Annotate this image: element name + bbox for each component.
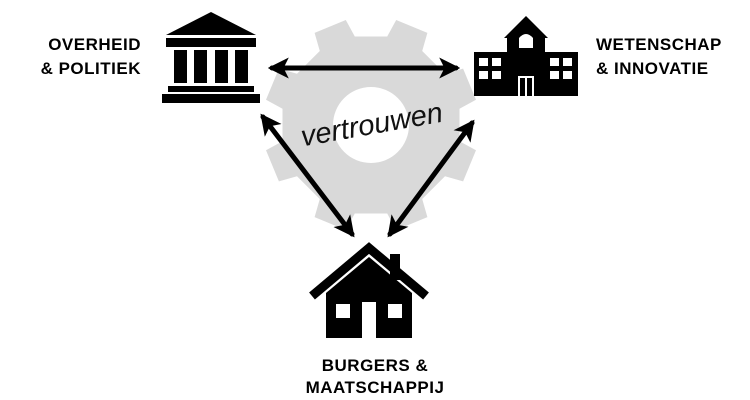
- government-label: OVERHEID & POLITIEK: [6, 33, 141, 81]
- citizens-label: BURGERS & MAATSCHAPPIJ: [265, 355, 485, 399]
- government-label-line2: & POLITIEK: [40, 59, 141, 78]
- school-building-icon: [474, 16, 578, 96]
- citizens-label-line1: BURGERS &: [321, 356, 429, 375]
- citizens-label-line2: MAATSCHAPPIJ: [305, 378, 445, 397]
- government-label-line1: OVERHEID: [48, 35, 141, 54]
- house-icon: [309, 242, 429, 338]
- government-building-icon: [162, 12, 260, 103]
- arrow-government-citizens: [260, 113, 355, 238]
- arrow-science-citizens: [387, 119, 475, 238]
- science-label-line1: WETENSCHAP: [596, 35, 722, 54]
- science-label-line2: & INNOVATIE: [596, 59, 709, 78]
- science-label: WETENSCHAP & INNOVATIE: [596, 33, 746, 81]
